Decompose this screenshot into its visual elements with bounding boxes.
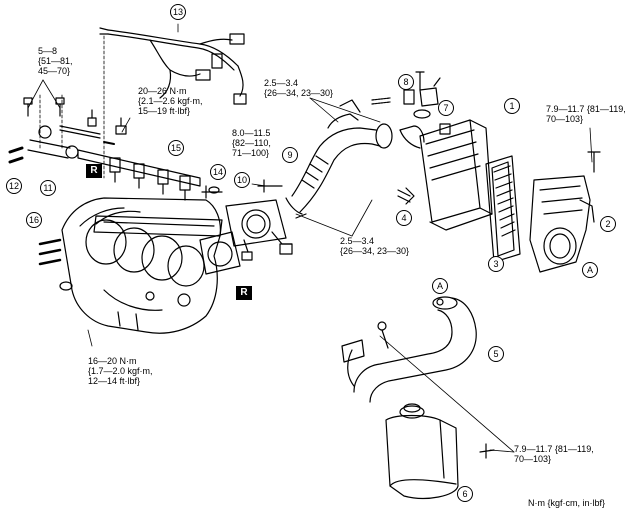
intake-manifold bbox=[38, 197, 221, 334]
callout-1: 1 bbox=[504, 98, 520, 114]
callout-5: 5 bbox=[488, 346, 504, 362]
callout-12: 12 bbox=[6, 178, 22, 194]
misc-parts bbox=[208, 186, 444, 306]
torque-resonator: 7.9—11.7 {81—119, 70—103} bbox=[514, 444, 594, 464]
units-note: N·m {kgf·cm, in·lbf} bbox=[528, 498, 606, 508]
gasket bbox=[93, 215, 223, 237]
callout-14: 14 bbox=[210, 164, 226, 180]
fuel-rail bbox=[8, 109, 201, 201]
air-cleaner-case bbox=[399, 119, 493, 231]
callout-10: 10 bbox=[234, 172, 250, 188]
torque-throttle-body: 8.0—11.5 {82—110, 71—100} bbox=[232, 128, 271, 158]
air-cleaner-cover bbox=[529, 175, 595, 273]
filter-element bbox=[485, 155, 521, 263]
callout-a-cover: A bbox=[582, 262, 598, 278]
callout-16: 16 bbox=[26, 212, 42, 228]
callout-7: 7 bbox=[438, 100, 454, 116]
leaders bbox=[27, 23, 593, 453]
wiring-harness bbox=[99, 27, 247, 105]
callout-2: 2 bbox=[600, 216, 616, 232]
fresh-air-duct bbox=[341, 296, 477, 403]
torque-injector-bolts: 5—8 {51—81, 45—70} bbox=[38, 46, 73, 76]
bolts bbox=[23, 71, 601, 203]
callout-13: 13 bbox=[170, 4, 186, 20]
callout-4: 4 bbox=[396, 210, 412, 226]
replace-mark-gasket: R bbox=[236, 286, 252, 300]
callout-6: 6 bbox=[457, 486, 473, 502]
callout-8: 8 bbox=[398, 74, 414, 90]
callout-9: 9 bbox=[282, 147, 298, 163]
torque-fuel-rail: 20—26 N·m {2.1—2.6 kgf·m, 15—19 ft·lbf} bbox=[138, 86, 203, 116]
torque-hose-clamp-bottom: 2.5—3.4 {26—34, 23—30} bbox=[340, 236, 410, 256]
callout-3: 3 bbox=[488, 256, 504, 272]
torque-intake-manifold: 16—20 N·m {1.7—2.0 kgf·m, 12—14 ft·lbf} bbox=[88, 356, 153, 386]
throttle-body bbox=[199, 199, 293, 275]
leaders-dashed bbox=[39, 35, 105, 179]
callout-11: 11 bbox=[40, 180, 56, 196]
resonator bbox=[385, 403, 495, 499]
air-hose bbox=[285, 99, 393, 215]
torque-air-cleaner: 7.9—11.7 {81—119, 70—103} bbox=[546, 104, 626, 124]
torque-hose-clamp-top: 2.5—3.4 {26—34, 23—30} bbox=[264, 78, 334, 98]
callout-15: 15 bbox=[168, 140, 184, 156]
replace-mark-rail: R bbox=[86, 164, 102, 178]
callout-a-duct: A bbox=[432, 278, 448, 294]
